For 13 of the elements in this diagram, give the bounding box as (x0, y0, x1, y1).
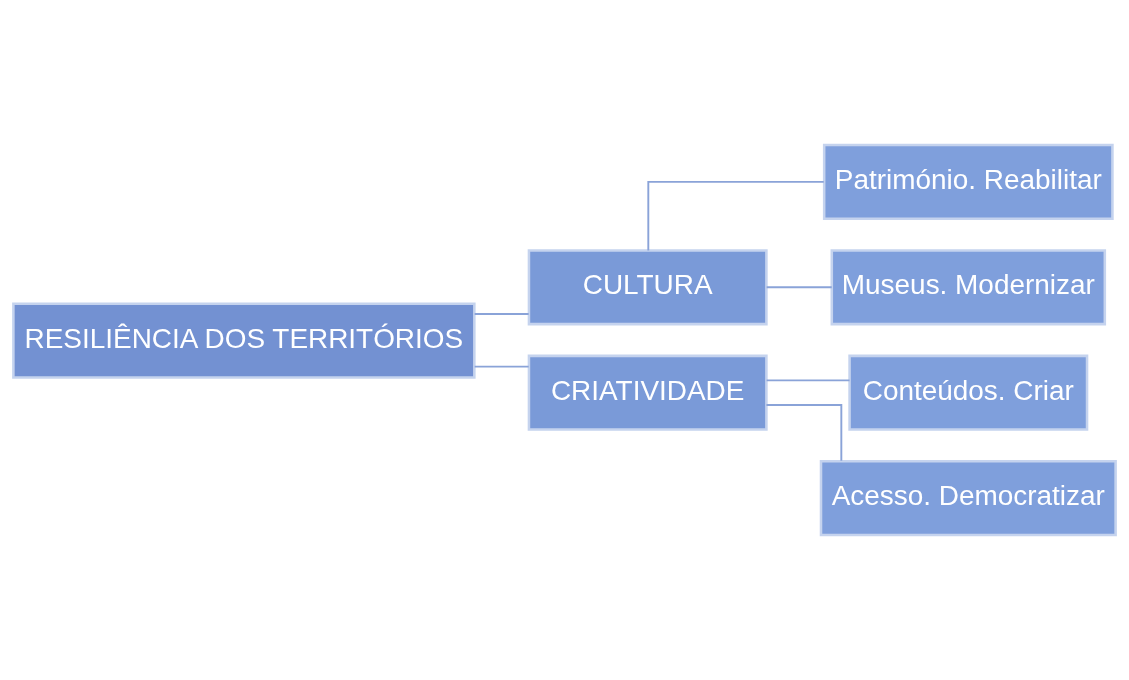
connector (765, 379, 851, 382)
connector (647, 180, 825, 252)
connector (765, 404, 843, 462)
node-box: Património. Reabilitar (822, 143, 1114, 220)
connector (765, 286, 833, 289)
node-box: RESILIÊNCIA DOS TERRITÓRIOS (12, 302, 476, 379)
connector (473, 365, 530, 368)
node-box: CRIATIVIDADE (527, 354, 768, 431)
node-box: Museus. Modernizar (830, 249, 1107, 326)
node-box: Acesso. Democratizar (819, 460, 1117, 537)
node-box: Conteúdos. Criar (848, 354, 1089, 431)
connector (473, 313, 530, 315)
node-box: CULTURA (527, 249, 768, 326)
